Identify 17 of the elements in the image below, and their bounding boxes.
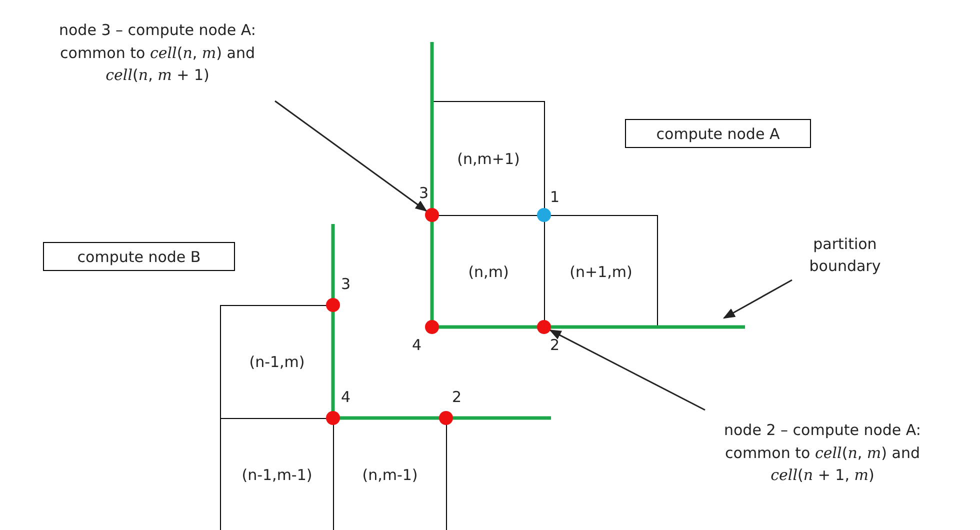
callout-text: partition boundary bbox=[792, 230, 898, 280]
callout-text: node 2 – compute node A: common to cell(n, m) and cell(n + 1, m) bbox=[705, 405, 940, 501]
vertex-dot bbox=[425, 208, 439, 222]
vertex-number: 3 bbox=[341, 275, 351, 293]
leader-arrow bbox=[549, 330, 706, 411]
callout-text: node 3 – compute node A: common to cell(n, m) and cell(n, m + 1) bbox=[40, 5, 275, 101]
vertex-number: 2 bbox=[452, 388, 462, 406]
leader-arrow bbox=[274, 100, 428, 212]
compute-node-label: compute node A bbox=[625, 119, 811, 148]
vertex-number: 4 bbox=[341, 388, 351, 406]
compute-node-label: compute node B bbox=[43, 242, 235, 271]
vertex-number: 2 bbox=[550, 336, 560, 354]
vertex-number: 1 bbox=[550, 188, 560, 206]
vertex-number: 3 bbox=[419, 184, 429, 202]
vertex-dot bbox=[537, 320, 551, 334]
vertex-number: 4 bbox=[412, 336, 422, 354]
leader-arrow bbox=[722, 279, 792, 319]
